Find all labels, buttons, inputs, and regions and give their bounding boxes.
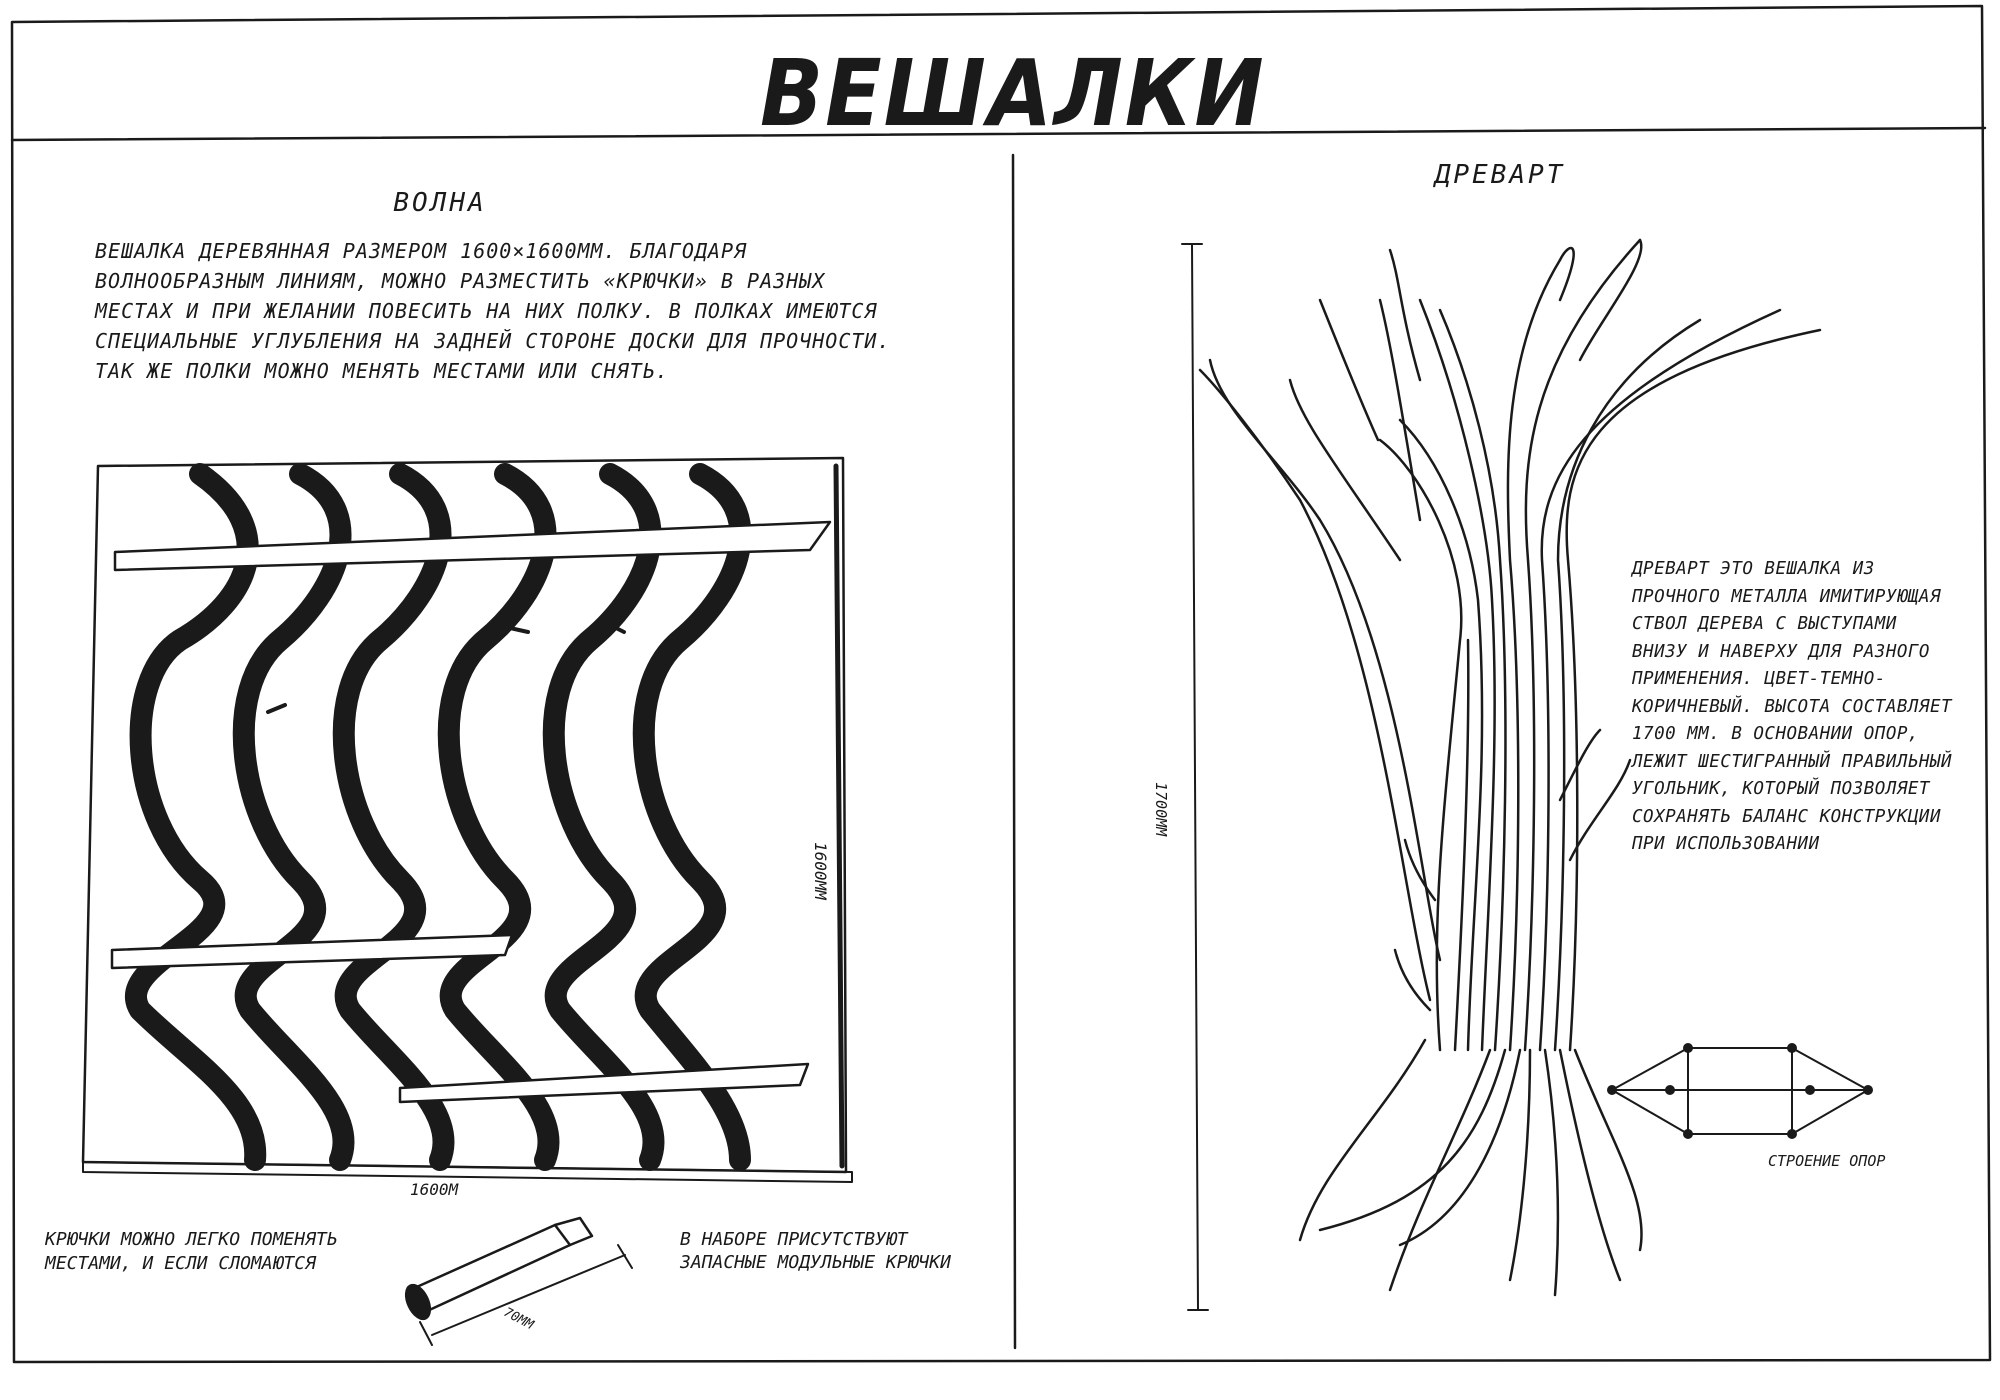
- spare-hooks-note: В НАБОРЕ ПРИСУТСТВУЮТ ЗАПАСНЫЕ МОДУЛЬНЫЕ…: [680, 1229, 951, 1273]
- wave-strip: [542, 463, 665, 1171]
- hook-pin: [606, 622, 626, 634]
- wave-strip: [632, 463, 752, 1171]
- wave-width-dimension: 1600М: [410, 1180, 459, 1199]
- hook-pin: [266, 703, 287, 714]
- page-title: ВЕШАЛКИ: [760, 40, 1266, 147]
- tree-heading: ДРЕВАРТ: [1434, 160, 1566, 190]
- wave-heading: ВОЛНА: [393, 188, 487, 218]
- shelf-bottom: [398, 1062, 810, 1104]
- tree-hanger-drawing: [1198, 238, 1822, 1297]
- hook-detail-drawing: [404, 1216, 633, 1346]
- title-divider: [10, 126, 1987, 142]
- tree-description: ДРЕВАРТ ЭТО ВЕШАЛКА ИЗ ПРОЧНОГО МЕТАЛЛА …: [1632, 559, 1953, 854]
- tree-dimension-line: [1181, 243, 1209, 1311]
- support-structure-diagram: [1607, 1043, 1873, 1139]
- hook-pin: [508, 626, 530, 634]
- support-structure-label: СТРОЕНИЕ ОПОР: [1768, 1152, 1886, 1170]
- wave-height-dimension: 1600ММ: [811, 842, 830, 900]
- tree-height-dimension: 1700ММ: [1152, 782, 1170, 837]
- wave-frame-side: [833, 463, 845, 1169]
- frame-border: [10, 4, 1992, 1364]
- shelf-top: [113, 520, 832, 572]
- shelf-middle: [110, 933, 514, 970]
- wave-strip: [232, 463, 355, 1171]
- wave-strip: [332, 463, 455, 1171]
- wave-hanger-drawing: [81, 456, 853, 1183]
- hooks-note: КРЮЧКИ МОЖНО ЛЕГКО ПОМЕНЯТЬ МЕСТАМИ, И Е…: [45, 1229, 338, 1274]
- wave-description: ВЕШАЛКА ДЕРЕВЯННАЯ РАЗМЕРОМ 1600×1600ММ.…: [95, 239, 891, 383]
- panel-divider: [1011, 153, 1017, 1350]
- wave-strip: [437, 463, 560, 1171]
- wave-strip: [125, 463, 267, 1171]
